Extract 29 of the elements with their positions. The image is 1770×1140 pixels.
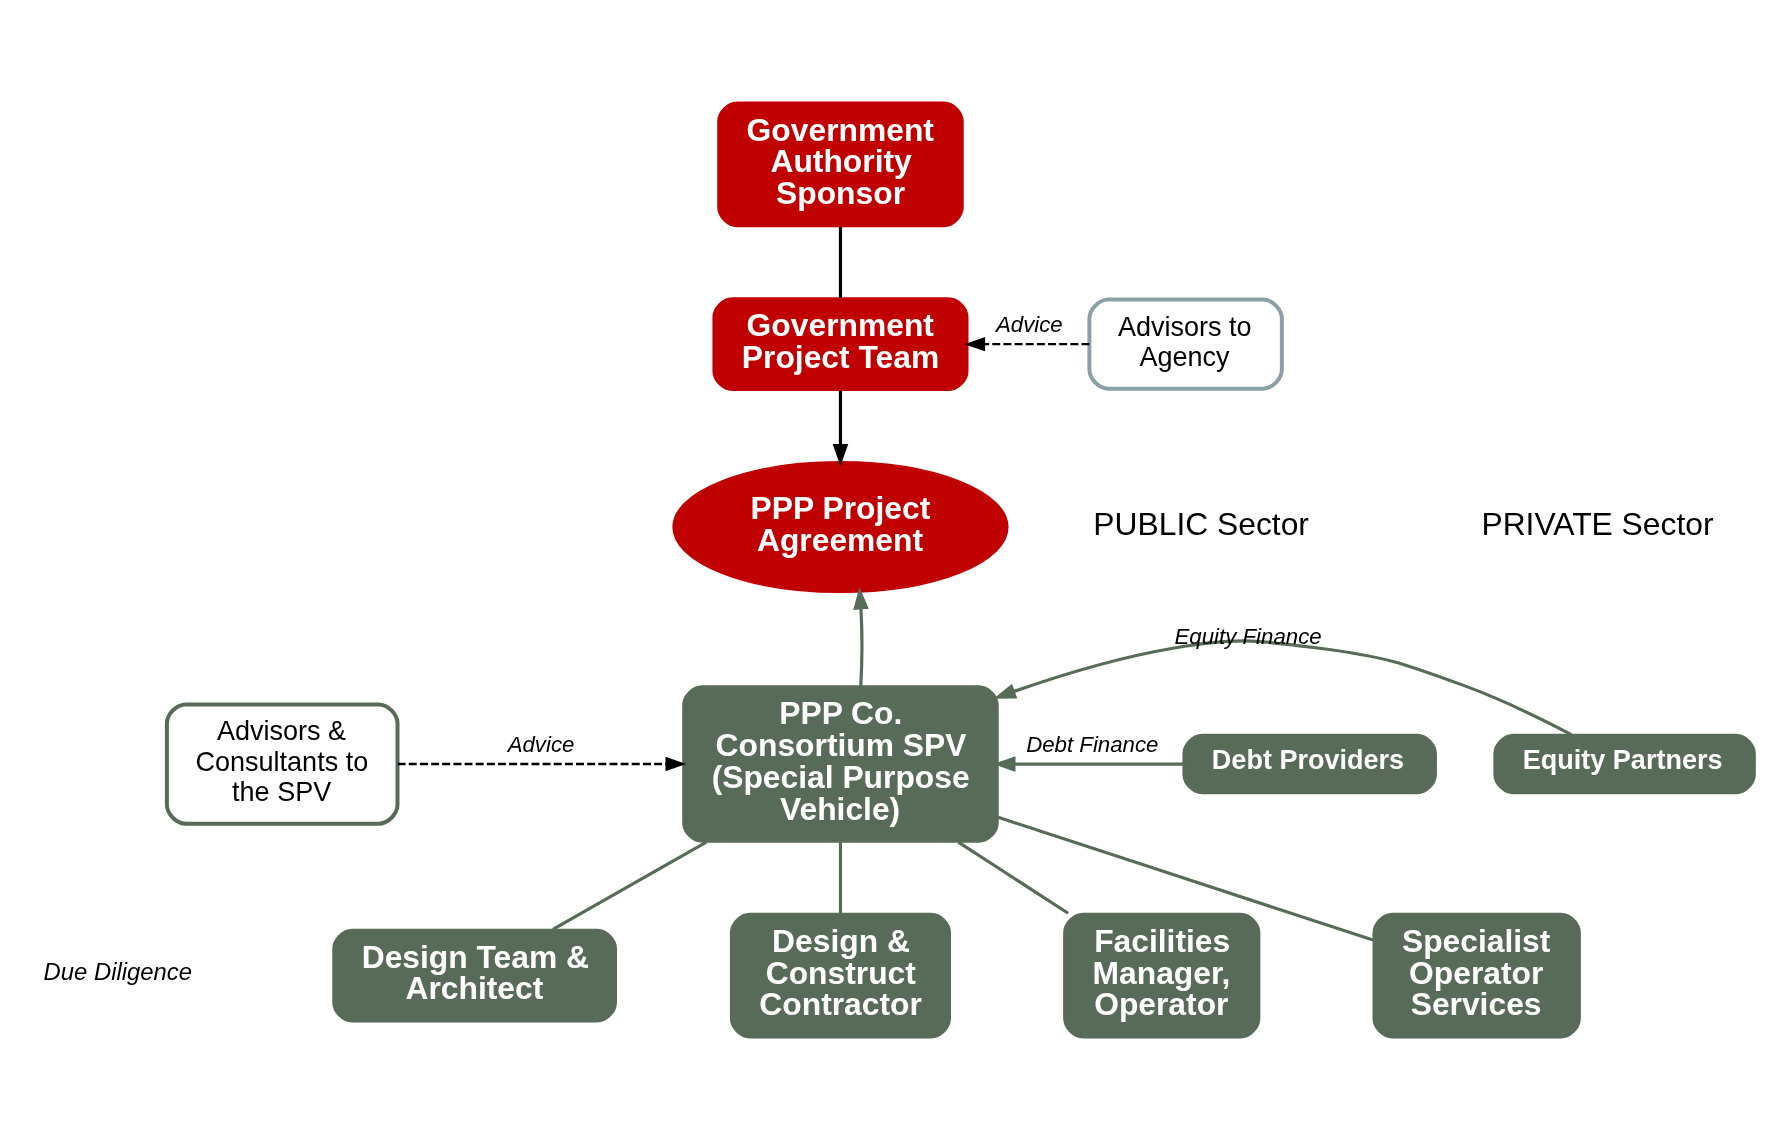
label: PRIVATE Sector xyxy=(1481,506,1714,543)
label: PUBLIC Sector xyxy=(1093,506,1309,543)
node-box: PPP Co. Consortium SPV (Special Purpose Vehicle) xyxy=(682,685,999,843)
node-box: Advisors & Consultants to the SPV xyxy=(164,702,400,826)
node-box: Facilities Manager, Operator xyxy=(1063,912,1261,1039)
node-box: Design Team & Architect xyxy=(332,928,617,1023)
edge-label: Advice xyxy=(507,731,575,757)
edge-label: Debt Finance xyxy=(1026,731,1159,757)
connector xyxy=(838,842,843,914)
edge-label: Equity Finance xyxy=(1174,623,1322,649)
connector xyxy=(838,226,843,298)
node-box: Government Project Team xyxy=(712,297,969,392)
arrow xyxy=(853,587,869,686)
arrow xyxy=(964,336,1090,352)
connector xyxy=(957,840,1069,915)
arrow xyxy=(993,639,1573,736)
node-box: Advisors to Agency xyxy=(1087,297,1284,391)
connector xyxy=(997,815,1374,942)
connector xyxy=(552,840,708,931)
label: Due Diligence xyxy=(43,957,193,985)
node-box: Debt Providers xyxy=(1182,733,1437,795)
node-ellipse: PPP Project Agreement xyxy=(672,461,1009,594)
node-box: Design & Construct Contractor xyxy=(729,912,951,1039)
node-box: Specialist Operator Services xyxy=(1372,912,1581,1039)
node-box: Equity Partners xyxy=(1493,733,1756,795)
edge-label: Advice xyxy=(995,311,1063,337)
arrow xyxy=(832,390,849,467)
node-box: Government Authority Sponsor xyxy=(717,101,964,228)
arrow xyxy=(397,756,687,772)
